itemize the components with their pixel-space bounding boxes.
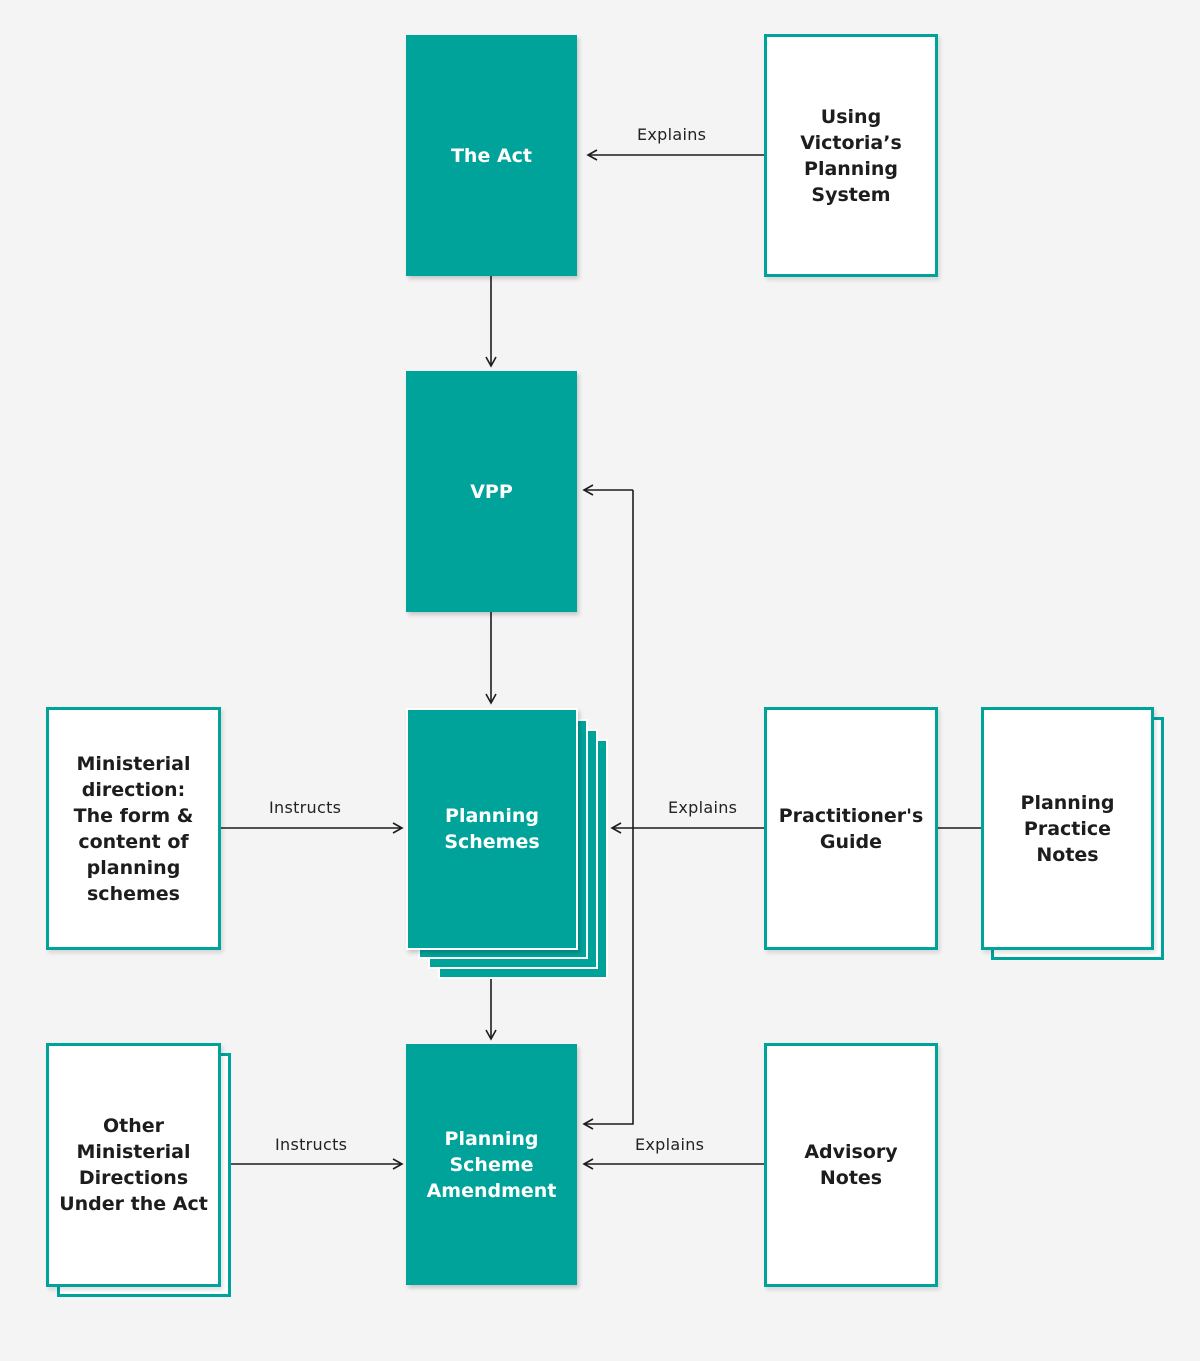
ministerial-direction-box: Ministerial direction: The form & conten… — [46, 707, 221, 950]
vpp-box: VPP — [406, 371, 577, 612]
edge-label-explains: Explains — [637, 125, 707, 144]
using-victorias-planning-system-box: Using Victoria’s Planning System — [764, 34, 938, 277]
arrow-feedback-to-amendment — [582, 490, 634, 1130]
edge-label-explains: Explains — [635, 1135, 705, 1154]
planning-scheme-amendment-box: Planning Scheme Amendment — [406, 1044, 577, 1285]
the-act-box: The Act — [406, 35, 577, 276]
practitioners-guide-box: Practitioner's Guide — [764, 707, 938, 950]
planning-schemes-box: Planning Schemes — [406, 708, 578, 950]
planning-practice-notes-box: Planning Practice Notes — [981, 707, 1154, 950]
edge-label-instructs: Instructs — [275, 1135, 348, 1154]
other-ministerial-directions-box: Other Ministerial Directions Under the A… — [46, 1043, 221, 1287]
edge-label-instructs: Instructs — [269, 798, 342, 817]
edge-label-explains: Explains — [668, 798, 738, 817]
advisory-notes-box: Advisory Notes — [764, 1043, 938, 1287]
